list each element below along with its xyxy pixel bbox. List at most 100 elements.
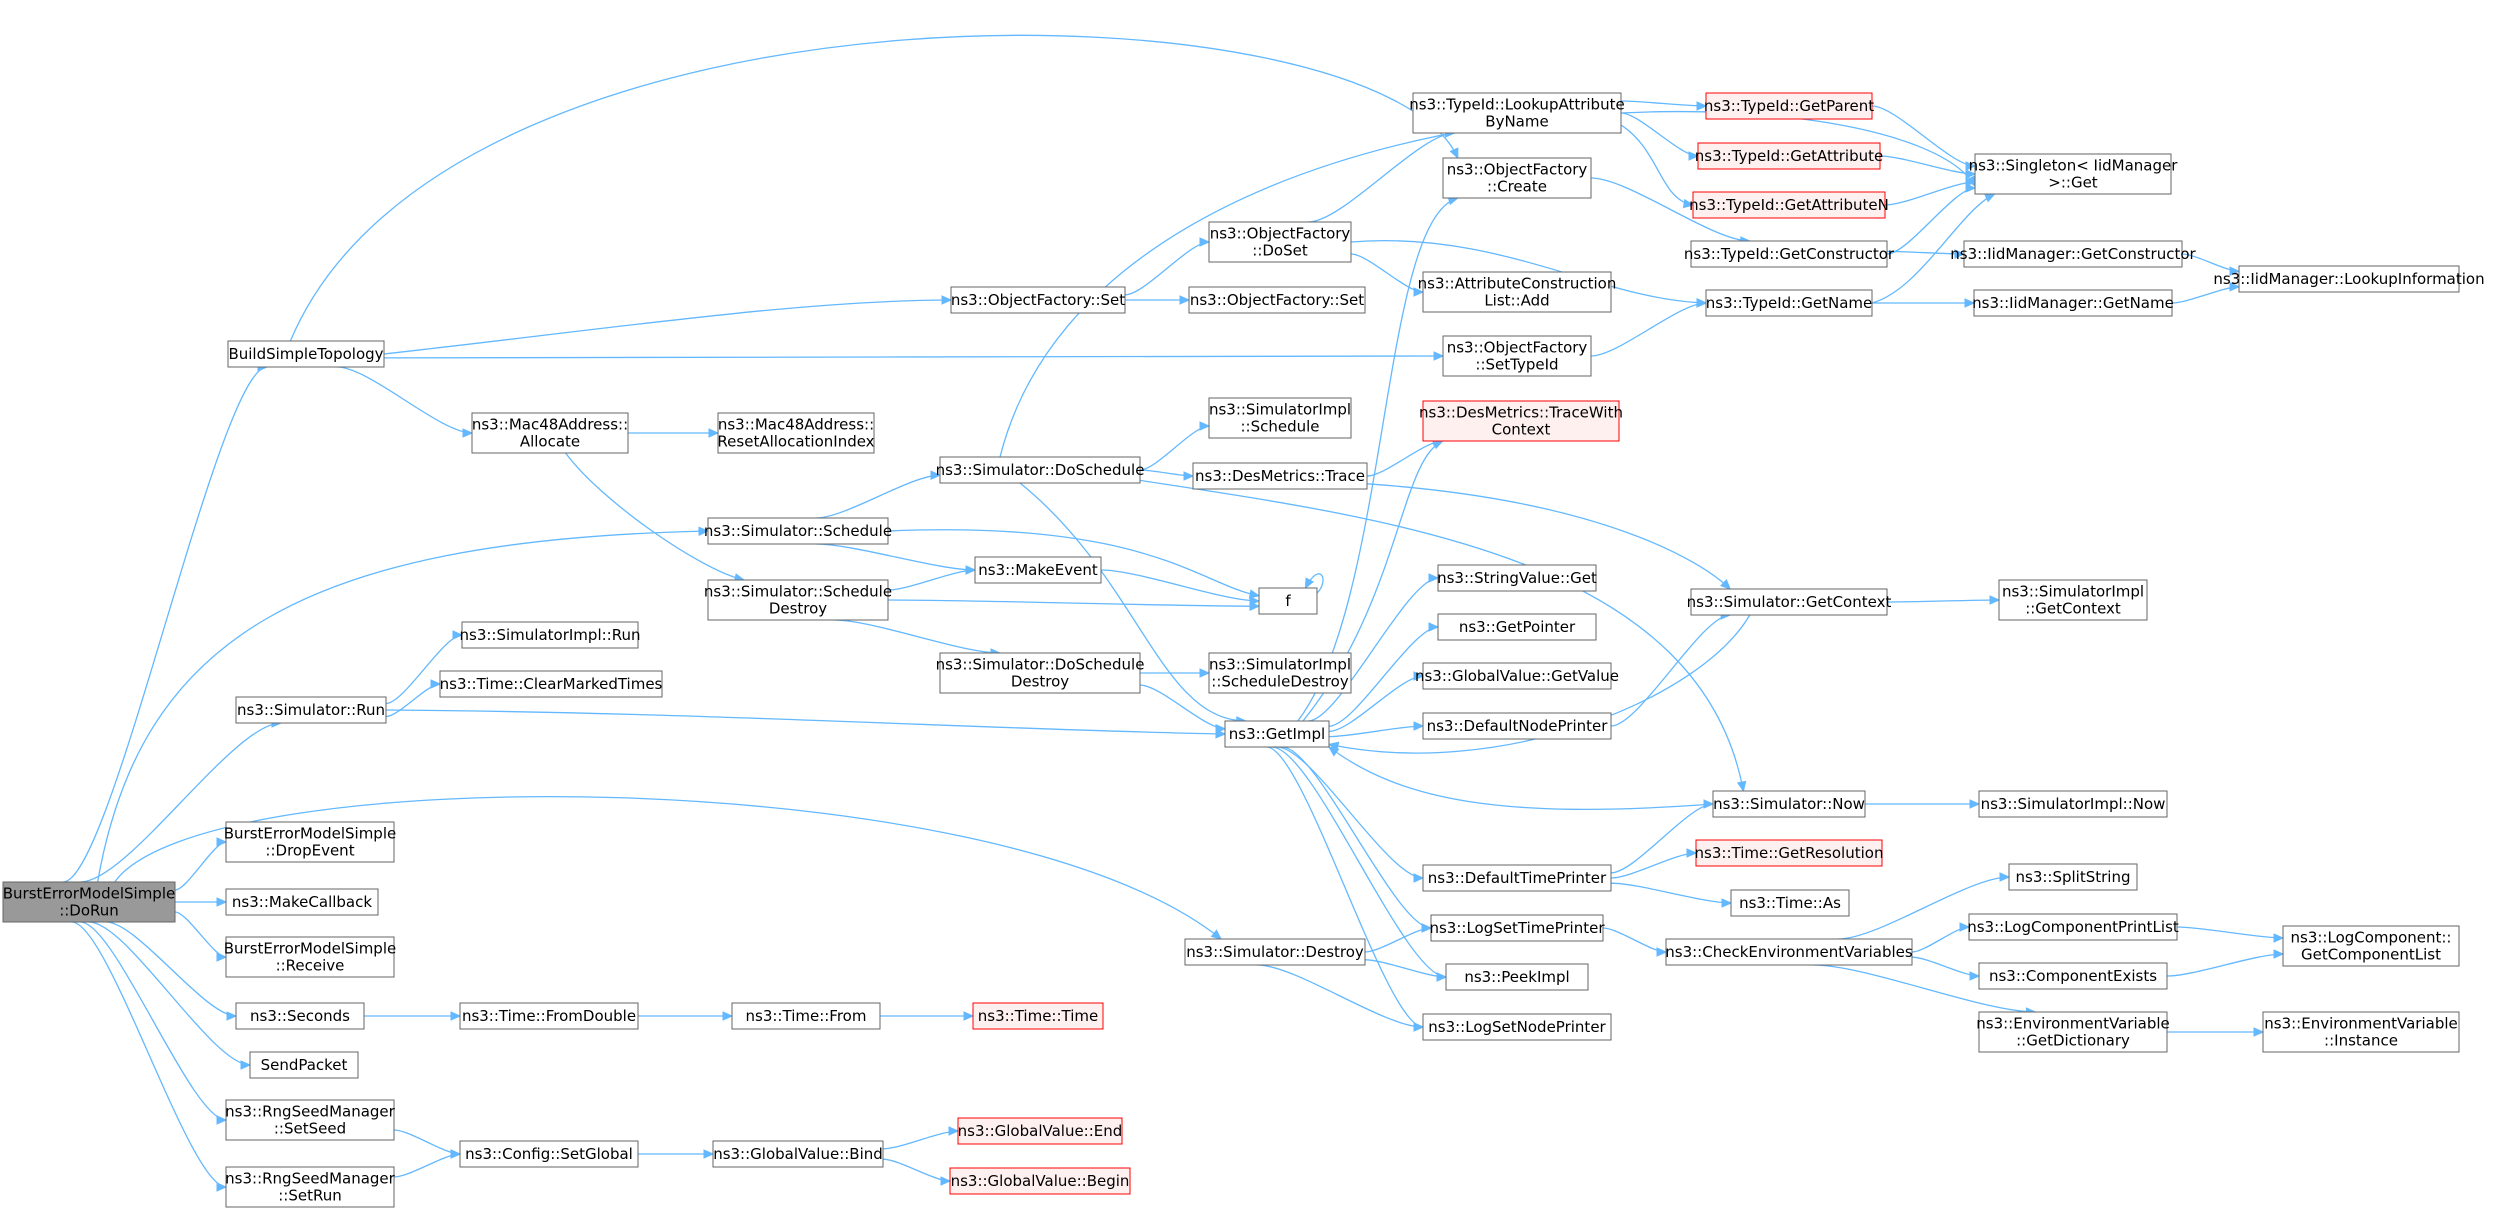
node-timeas[interactable]: ns3::Time::As [1730,889,1850,917]
node-box[interactable] [227,340,385,368]
node-iidlookupinfo[interactable]: ns3::IidManager::LookupInformation [2213,265,2485,293]
node-box[interactable] [1208,221,1352,263]
node-box[interactable] [225,821,395,863]
node-box[interactable] [972,1002,1104,1030]
node-box[interactable] [1665,938,1913,966]
node-iidgetctor[interactable]: ns3::IidManager::GetConstructor [1950,240,2197,268]
node-ofdoset[interactable]: ns3::ObjectFactory::DoSet [1208,221,1352,263]
node-box[interactable] [1442,335,1592,377]
node-box[interactable] [1978,1011,2168,1053]
node-box[interactable] [1188,286,1366,314]
node-recv[interactable]: BurstErrorModelSimple::Receive [224,936,396,978]
node-simdosched[interactable]: ns3::Simulator::DoSchedule [936,456,1145,484]
node-box[interactable] [717,412,875,454]
node-box[interactable] [225,1099,395,1141]
node-box[interactable] [2238,265,2460,293]
node-box[interactable] [459,1002,639,1030]
node-timetime[interactable]: ns3::Time::Time [972,1002,1104,1030]
node-simschedd[interactable]: ns3::Simulator::ScheduleDestroy [704,579,892,621]
node-box[interactable] [1690,240,1888,268]
node-box[interactable] [2282,925,2460,967]
node-box[interactable] [1998,579,2148,621]
node-splitstring[interactable]: ns3::SplitString [2008,863,2138,891]
node-box[interactable] [225,936,395,978]
node-clrmarked[interactable]: ns3::Time::ClearMarkedTimes [439,670,663,698]
node-box[interactable] [1437,613,1597,641]
node-box[interactable] [939,456,1141,484]
node-gvend[interactable]: ns3::GlobalValue::End [957,1117,1123,1145]
node-simimplschedd[interactable]: ns3::SimulatorImpl::ScheduleDestroy [1208,652,1352,694]
node-box[interactable] [1208,652,1352,694]
node-mac48reset[interactable]: ns3::Mac48Address::ResetAllocationIndex [717,412,875,454]
node-simimplnow[interactable]: ns3::SimulatorImpl::Now [1978,790,2168,818]
node-box[interactable] [225,1166,395,1208]
node-peekimpl[interactable]: ns3::PeekImpl [1445,963,1589,991]
node-iidgetname[interactable]: ns3::IidManager::GetName [1972,289,2174,317]
node-singleton[interactable]: ns3::Singleton< IidManager>::Get [1969,153,2179,195]
node-getimpl[interactable]: ns3::GetImpl [1224,720,1330,748]
node-box[interactable] [1690,588,1888,616]
node-box[interactable] [1692,191,1886,219]
node-box[interactable] [1730,889,1850,917]
node-box[interactable] [1422,662,1612,690]
node-box[interactable] [1422,864,1612,892]
node-strvalget[interactable]: ns3::StringValue::Get [1437,564,1597,592]
node-ofset2[interactable]: ns3::ObjectFactory::Set [1188,286,1366,314]
node-box[interactable] [1963,240,2183,268]
node-box[interactable] [1192,462,1368,490]
node-ofsettid[interactable]: ns3::ObjectFactory::SetTypeId [1442,335,1592,377]
node-box[interactable] [1968,913,2178,941]
node-box[interactable] [974,556,1102,584]
node-timegetres[interactable]: ns3::Time::GetResolution [1695,839,1884,867]
node-box[interactable] [2262,1011,2460,1053]
node-f[interactable]: f [1258,587,1318,615]
node-box[interactable] [1705,92,1873,120]
node-gvbind[interactable]: ns3::GlobalValue::Bind [712,1140,884,1168]
node-box[interactable] [1973,289,2173,317]
node-box[interactable] [2,881,176,923]
node-box[interactable] [225,888,379,916]
node-gvbegin[interactable]: ns3::GlobalValue::Begin [949,1167,1131,1195]
node-fromdouble[interactable]: ns3::Time::FromDouble [459,1002,639,1030]
node-simdestroy[interactable]: ns3::Simulator::Destroy [1184,938,1366,966]
node-box[interactable] [950,286,1126,314]
node-seconds[interactable]: ns3::Seconds [235,1002,365,1030]
node-box[interactable] [957,1117,1123,1145]
node-box[interactable] [1184,938,1366,966]
node-box[interactable] [1974,153,2172,195]
node-tidgetctor[interactable]: ns3::TypeId::GetConstructor [1684,240,1895,268]
node-box[interactable] [1697,142,1881,170]
node-box[interactable] [1422,1013,1612,1041]
node-box[interactable] [1978,962,2168,990]
node-logsetnode[interactable]: ns3::LogSetNodePrinter [1422,1013,1612,1041]
node-box[interactable] [1412,92,1622,134]
node-box[interactable] [1258,587,1318,615]
node-box[interactable] [439,670,663,698]
node-cfgsetglobal[interactable]: ns3::Config::SetGlobal [459,1140,639,1168]
node-box[interactable] [1437,564,1597,592]
node-box[interactable] [1208,397,1352,439]
node-root[interactable]: BurstErrorModelSimple::DoRun [2,881,176,923]
node-box[interactable] [1224,720,1330,748]
node-box[interactable] [949,1167,1131,1195]
node-sendp[interactable]: SendPacket [249,1051,359,1079]
node-deftimeprinter[interactable]: ns3::DefaultTimePrinter [1422,864,1612,892]
node-ofcreate[interactable]: ns3::ObjectFactory::Create [1442,157,1592,199]
node-mkevent[interactable]: ns3::MakeEvent [974,556,1102,584]
node-setrun[interactable]: ns3::RngSeedManager::SetRun [225,1166,396,1208]
node-box[interactable] [2008,863,2138,891]
node-box[interactable] [939,652,1141,694]
node-destrace[interactable]: ns3::DesMetrics::Trace [1192,462,1368,490]
node-simimplgetctx[interactable]: ns3::SimulatorImpl::GetContext [1998,579,2148,621]
node-simimplsched[interactable]: ns3::SimulatorImpl::Schedule [1208,397,1352,439]
node-logcompprint[interactable]: ns3::LogComponentPrintList [1967,913,2179,941]
node-box[interactable] [707,517,889,545]
node-box[interactable] [707,579,889,621]
node-box[interactable] [1712,790,1866,818]
node-tidgetparent[interactable]: ns3::TypeId::GetParent [1704,92,1874,120]
node-setseed[interactable]: ns3::RngSeedManager::SetSeed [225,1099,396,1141]
node-box[interactable] [731,1002,881,1030]
